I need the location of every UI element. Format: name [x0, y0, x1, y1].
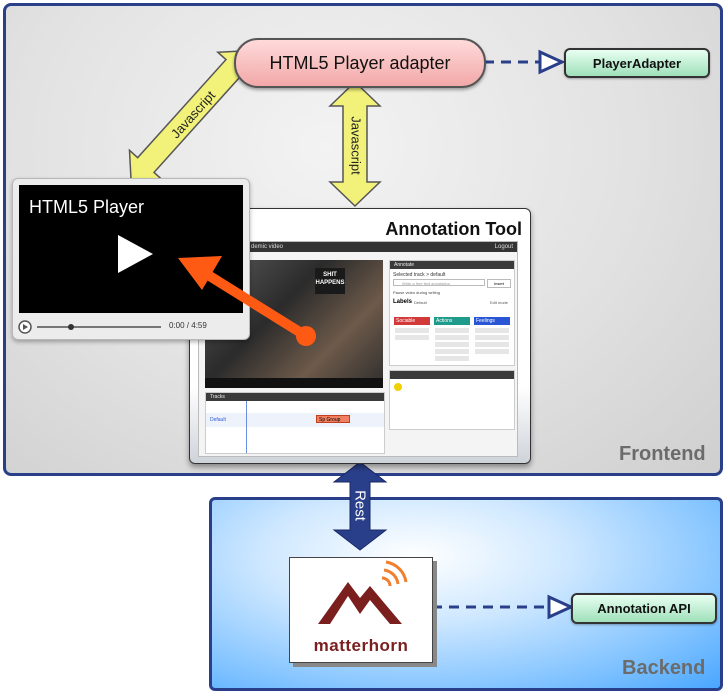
- screenshot-tracks-header: Tracks: [206, 393, 384, 401]
- matterhorn-node: matterhorn: [289, 557, 433, 663]
- screenshot-logout: Logout: [494, 244, 513, 250]
- matterhorn-logo: [318, 560, 408, 624]
- frontend-label: Frontend: [619, 443, 706, 465]
- screenshot-col-sociable: Sociable: [394, 317, 430, 325]
- screenshot-default-tab: Default: [414, 300, 427, 305]
- player-controls: [18, 320, 161, 334]
- playeradapter-label: PlayerAdapter: [592, 55, 682, 71]
- rest-arrow: [332, 461, 388, 551]
- player-title: HTML5 Player: [29, 197, 145, 217]
- play-icon: [118, 235, 153, 273]
- screenshot-edit-mode: Edit mode: [490, 300, 509, 305]
- screenshot-annotation-item: Sp Group: [316, 415, 350, 423]
- annotation-tool-title: Annotation Tool: [385, 219, 522, 239]
- screenshot-labels-tab: Labels: [393, 299, 413, 305]
- screenshot-playhead: [246, 401, 247, 453]
- screenshot-tag: [435, 349, 469, 354]
- js-arrow-right: [328, 80, 382, 208]
- matterhorn-label: matterhorn: [313, 636, 409, 655]
- open-triangle-annotation-api: [547, 594, 575, 620]
- screenshot-track-name: Default: [210, 417, 226, 423]
- screenshot-tag: [475, 342, 509, 347]
- screenshot-tag: [395, 335, 429, 340]
- annotation-api-label: Annotation API: [597, 601, 691, 616]
- screenshot-col-feelings: Feelings: [474, 317, 510, 325]
- screenshot-annotate-panel: Annotate Selected track > default Write …: [389, 260, 515, 366]
- pointer-arrow-head: [178, 256, 222, 290]
- screenshot-tag: [435, 328, 469, 333]
- screenshot-tag: [475, 328, 509, 333]
- screenshot-comment-panel: [389, 370, 515, 430]
- screenshot-video-slab: SHIT HAPPENS: [315, 268, 345, 294]
- screenshot-col-actions: Actions: [434, 317, 470, 325]
- screenshot-video-title: demic video: [251, 244, 284, 250]
- screenshot-tag: [435, 335, 469, 340]
- smiley-icon: [394, 383, 402, 391]
- screenshot-tag: [435, 356, 469, 361]
- screenshot-comment-header: [390, 371, 514, 379]
- screenshot-tracks-panel: Tracks Default Sp Group: [205, 392, 385, 454]
- screenshot-input: Write a free text annotation: [393, 279, 485, 286]
- screenshot-selected-track: Selected track > default: [393, 272, 446, 278]
- screenshot-tag: [435, 342, 469, 347]
- screenshot-top-bar: demic video Logout: [199, 242, 517, 252]
- pointer-arrow-shaft: [195, 265, 311, 341]
- player-screen: HTML5 Player: [19, 185, 243, 313]
- screenshot-tag: [475, 349, 509, 354]
- playeradapter-api-box: PlayerAdapter: [564, 48, 710, 78]
- screenshot-tag: [395, 328, 429, 333]
- adapter-label: HTML5 Player adapter: [269, 52, 451, 73]
- screenshot-pause-text: Pause video during writing: [393, 290, 440, 295]
- backend-label: Backend: [622, 657, 706, 679]
- screenshot-tag: [475, 335, 509, 340]
- screenshot-video-controls: [205, 378, 383, 388]
- screenshot-insert-button: Insert: [487, 279, 511, 288]
- html5-player-adapter-node: HTML5 Player adapter: [234, 38, 486, 88]
- annotation-api-box: Annotation API: [571, 593, 717, 624]
- player-time: 0:00 / 4:59: [169, 321, 207, 330]
- annotation-tool-screenshot: demic video Logout SHIT HAPPENS Annotate…: [198, 241, 518, 457]
- pointer-arrow-tail: [296, 326, 316, 346]
- screenshot-annotate-header: Annotate: [390, 261, 514, 269]
- open-triangle-playeradapter: [538, 49, 566, 75]
